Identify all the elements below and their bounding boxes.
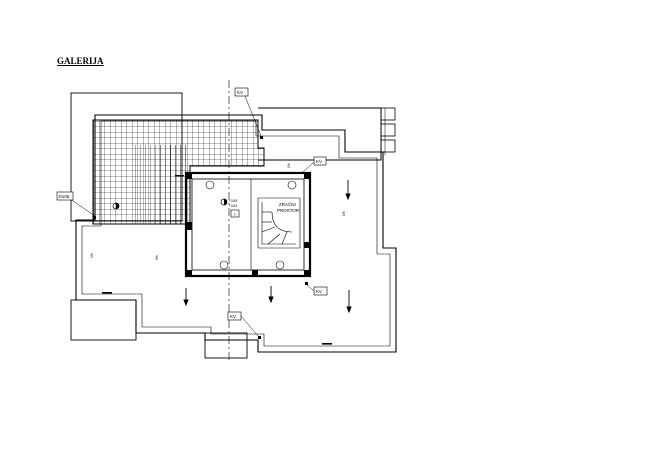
- lower-left-block: [70, 299, 137, 341]
- level-1: +3,65: [229, 199, 237, 203]
- room-label-1: ZRAČNI: [279, 201, 296, 207]
- slope-texts: 1% 1% 1% 1%: [90, 163, 346, 260]
- level-2: +3,53: [229, 204, 237, 208]
- svg-text:1%: 1%: [287, 163, 291, 168]
- kv-tag-lower-right: KV: [304, 282, 328, 296]
- d-tag: D10b: [56, 191, 96, 217]
- kv-tag-top: KV: [234, 87, 262, 137]
- drain-markers: [93, 136, 332, 345]
- bottom-block: [204, 332, 248, 359]
- room-number: 1: [234, 213, 236, 217]
- svg-text:KV: KV: [230, 314, 236, 319]
- parapet-inner: [81, 120, 391, 347]
- column-markers: [205, 180, 297, 270]
- stair-outline: [257, 197, 301, 249]
- svg-text:1%: 1%: [90, 253, 94, 258]
- room-number-box: [230, 209, 240, 218]
- svg-text:KV: KV: [237, 90, 243, 95]
- svg-text:KV: KV: [316, 289, 322, 294]
- svg-text:D10b: D10b: [59, 194, 70, 199]
- slope-arrows: [183, 180, 352, 314]
- room-label-2: PROSTOR: [277, 208, 300, 213]
- plan-title: GALERIJA: [57, 56, 104, 66]
- level-markers: [112, 198, 228, 210]
- svg-text:1%: 1%: [155, 255, 159, 260]
- svg-text:KV: KV: [316, 159, 322, 164]
- kv-tag-right: KV: [302, 156, 327, 173]
- svg-text:1%: 1%: [342, 211, 346, 216]
- kv-tag-bottom: KV: [227, 311, 259, 337]
- central-room: [184, 171, 312, 278]
